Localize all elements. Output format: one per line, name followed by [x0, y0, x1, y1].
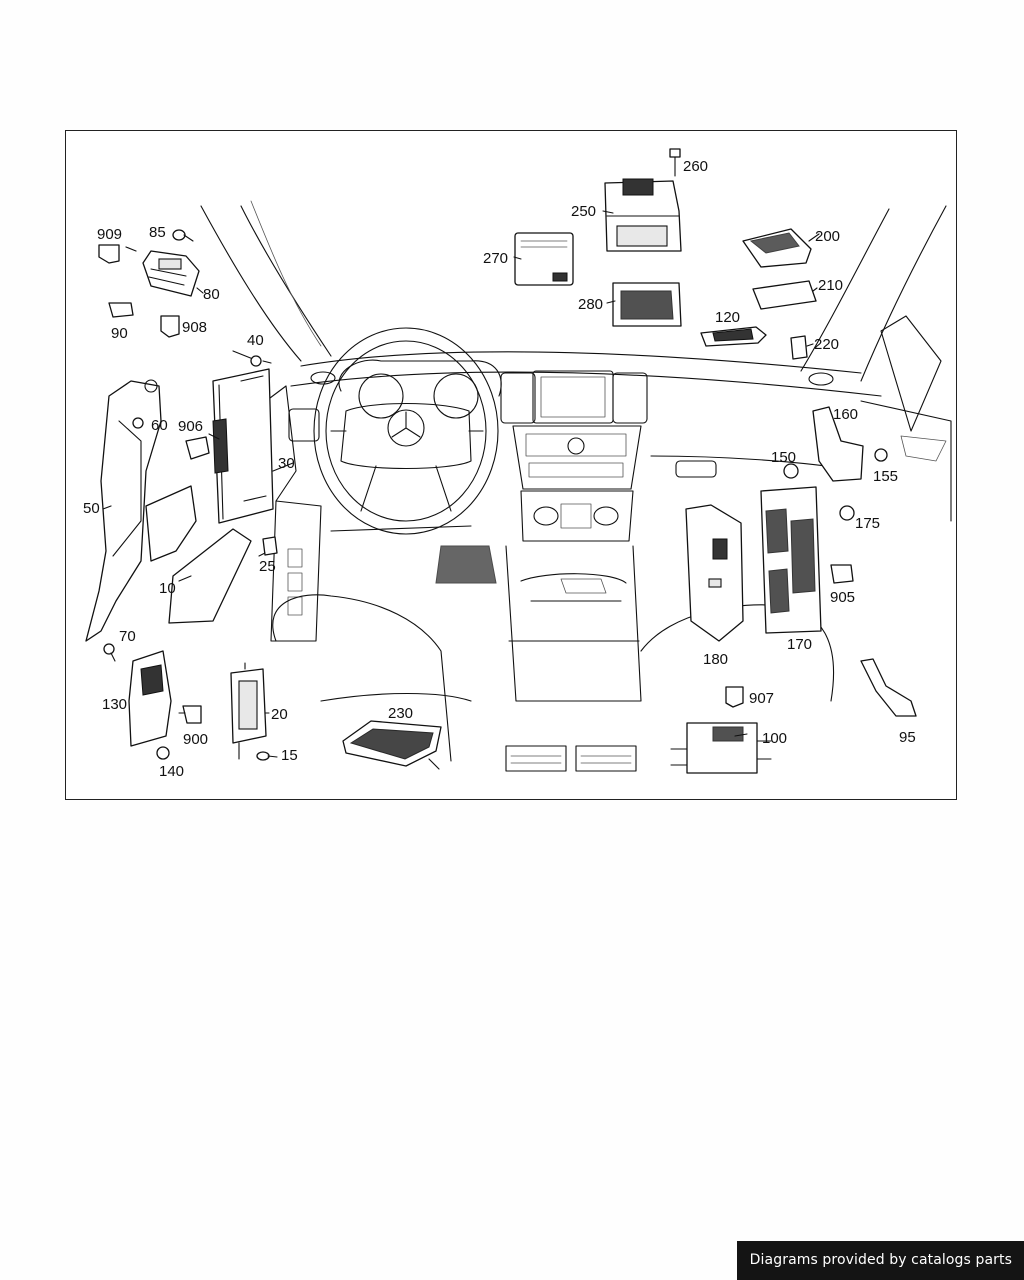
filter-220 — [790, 335, 808, 360]
leader-lines — [102, 210, 820, 737]
callout-210: 210 — [818, 277, 843, 294]
screw-260 — [669, 148, 681, 177]
bracket-160 — [812, 406, 864, 482]
amplifier-230 — [342, 720, 442, 770]
dashboard-interior-drawing — [200, 200, 952, 772]
diagram-credit-label: Diagrams provided by catalogs parts — [736, 1241, 1024, 1280]
callout-15: 15 — [281, 747, 298, 764]
callout-907: 907 — [749, 690, 774, 707]
callout-900: 900 — [183, 731, 208, 748]
nut-140 — [156, 746, 170, 760]
callout-25: 25 — [259, 558, 276, 575]
unit-180 — [685, 504, 744, 642]
bracket-80 — [142, 250, 200, 297]
callout-906: 906 — [178, 418, 203, 435]
parts-diagram-frame: 909 85 80 90 908 40 60 906 30 50 25 10 7… — [65, 130, 957, 800]
callout-30: 30 — [278, 455, 295, 472]
antenna-95 — [860, 658, 917, 717]
callout-70: 70 — [119, 628, 136, 645]
unit-250 — [604, 178, 682, 252]
callout-175: 175 — [855, 515, 880, 532]
callout-40: 40 — [247, 332, 264, 349]
callout-100: 100 — [762, 730, 787, 747]
connector-909 — [98, 244, 120, 264]
callout-908: 908 — [182, 319, 207, 336]
callout-10: 10 — [159, 580, 176, 597]
callout-180: 180 — [703, 651, 728, 668]
callout-20: 20 — [271, 706, 288, 723]
callout-50: 50 — [83, 500, 100, 517]
holder-200 — [742, 228, 812, 268]
bolt-150 — [783, 463, 799, 479]
connector-906 — [185, 436, 210, 460]
nut-60 — [132, 417, 144, 429]
bolt-40 — [232, 350, 262, 367]
nut-155 — [874, 448, 888, 462]
screw-85 — [172, 229, 194, 242]
callout-220: 220 — [814, 336, 839, 353]
unit-130 — [128, 650, 172, 747]
module-10 — [168, 528, 252, 624]
unit-20 — [230, 662, 267, 760]
bracket-50 — [85, 379, 197, 642]
screw-70 — [103, 643, 116, 662]
callout-160: 160 — [833, 406, 858, 423]
callout-140: 140 — [159, 763, 184, 780]
control-unit-30 — [212, 368, 274, 524]
connector-908 — [160, 315, 180, 338]
callout-85: 85 — [149, 224, 166, 241]
connector-905 — [830, 564, 854, 584]
clip-25 — [262, 536, 278, 556]
callout-170: 170 — [787, 636, 812, 653]
callout-260: 260 — [683, 158, 708, 175]
unit-280 — [612, 282, 682, 327]
callout-90: 90 — [111, 325, 128, 342]
exploded-parts-diagram: 909 85 80 90 908 40 60 906 30 50 25 10 7… — [83, 148, 952, 780]
callout-909: 909 — [97, 226, 122, 243]
callout-80: 80 — [203, 286, 220, 303]
callout-130: 130 — [102, 696, 127, 713]
screw-15 — [256, 751, 278, 761]
unit-100 — [670, 722, 772, 774]
module-270 — [514, 232, 574, 286]
callout-labels: 909 85 80 90 908 40 60 906 30 50 25 10 7… — [83, 158, 916, 780]
callout-150: 150 — [771, 449, 796, 466]
fuse-box-170 — [760, 486, 822, 634]
callout-270: 270 — [483, 250, 508, 267]
callout-155: 155 — [873, 468, 898, 485]
fuse-90 — [108, 302, 134, 318]
callout-230: 230 — [388, 705, 413, 722]
callout-250: 250 — [571, 203, 596, 220]
unit-120 — [700, 326, 767, 347]
callout-120: 120 — [715, 309, 740, 326]
callout-60: 60 — [151, 417, 168, 434]
steering-wheel-drawing — [313, 327, 502, 535]
connector-907 — [725, 686, 744, 708]
callout-280: 280 — [578, 296, 603, 313]
callout-200: 200 — [815, 228, 840, 245]
module-210 — [752, 280, 817, 310]
connector-900 — [182, 705, 202, 724]
callout-95: 95 — [899, 729, 916, 746]
callout-905: 905 — [830, 589, 855, 606]
bolt-175 — [839, 505, 855, 521]
